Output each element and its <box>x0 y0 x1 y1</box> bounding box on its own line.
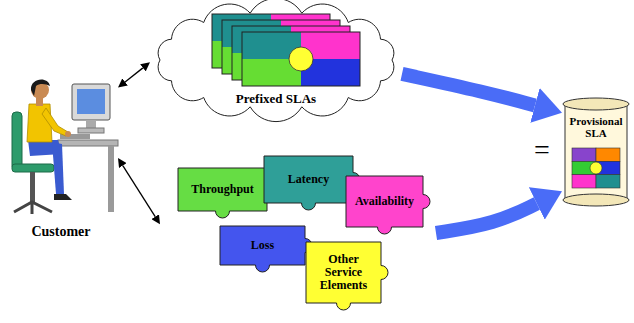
text-area: Customer <box>4 220 118 244</box>
neck <box>36 98 43 106</box>
node-label: Prefixed SLAs <box>205 92 346 106</box>
equals-sign: = <box>534 136 550 164</box>
elements-cloud: ThroughputLatencyAvailabilityLossOther S… <box>160 146 436 320</box>
chair-back <box>12 112 22 170</box>
text-area: Throughput <box>181 171 264 208</box>
card-border <box>242 32 360 86</box>
node-outline <box>4 72 118 244</box>
text-area: Loss <box>223 229 302 262</box>
computer <box>60 84 110 139</box>
sla-card <box>242 32 360 86</box>
text-area: Latency <box>267 159 350 200</box>
piece-outline <box>220 226 312 272</box>
desk-leg <box>108 146 114 212</box>
node-label: Latency <box>267 173 350 186</box>
mini-puzzle-piece <box>596 148 620 161</box>
piece-outline <box>346 176 430 234</box>
node-label: Throughput <box>181 183 264 196</box>
node-outline <box>562 96 630 208</box>
hair <box>31 80 50 96</box>
puzzle-piece: Loss <box>220 226 312 272</box>
piece-outline <box>306 242 388 310</box>
piece-outline <box>178 168 274 218</box>
mini-puzzle-piece <box>572 148 596 161</box>
desk <box>58 140 118 212</box>
card-center-piece <box>289 47 313 71</box>
scroll-sheet <box>565 104 627 200</box>
scroll-roll <box>563 98 629 110</box>
chair-base <box>14 202 52 214</box>
mini-puzzle-piece <box>572 175 596 188</box>
monitor-base <box>78 128 104 133</box>
cloud-outline <box>158 0 394 122</box>
prefixed-cloud: Prefixed SLAs <box>150 2 402 118</box>
chair-pole <box>30 172 35 202</box>
flow-arrow <box>402 74 535 106</box>
interaction-arrow <box>123 166 155 217</box>
desk-top <box>58 140 118 146</box>
puzzle-piece: Availability <box>346 176 430 234</box>
puzzle-piece: Other Service Elements <box>306 242 388 310</box>
arm <box>42 108 68 136</box>
scroll-roll <box>563 194 629 206</box>
shoe <box>54 194 72 200</box>
node-outline <box>160 146 460 296</box>
trousers-leg <box>52 142 64 194</box>
node-label: Other Service Elements <box>309 253 378 293</box>
flow-arrow <box>436 204 537 233</box>
chair-seat <box>12 164 54 172</box>
node-label: Availability <box>349 195 420 208</box>
sla-scroll: Provisional SLA <box>562 96 630 208</box>
mini-puzzle-piece <box>596 175 620 188</box>
prefixed-sla-cards <box>212 14 360 86</box>
text-area: Prefixed SLAs <box>205 88 346 110</box>
text-area: Other Service Elements <box>309 245 378 300</box>
customer-figure: Customer <box>4 72 118 244</box>
monitor-stand <box>86 120 96 128</box>
puzzle-piece: Throughput <box>178 168 274 218</box>
node-label: Provisional SLA <box>568 115 624 139</box>
text-area: Provisional SLA <box>568 111 624 143</box>
node-label: Loss <box>223 239 302 252</box>
hand <box>65 131 71 137</box>
mini-puzzle-piece <box>590 162 602 174</box>
text-area: Availability <box>349 179 420 224</box>
monitor-screen <box>77 89 105 114</box>
interaction-arrow <box>125 68 143 82</box>
node-label: Customer <box>4 224 118 239</box>
person <box>27 80 72 200</box>
monitor <box>72 84 110 120</box>
